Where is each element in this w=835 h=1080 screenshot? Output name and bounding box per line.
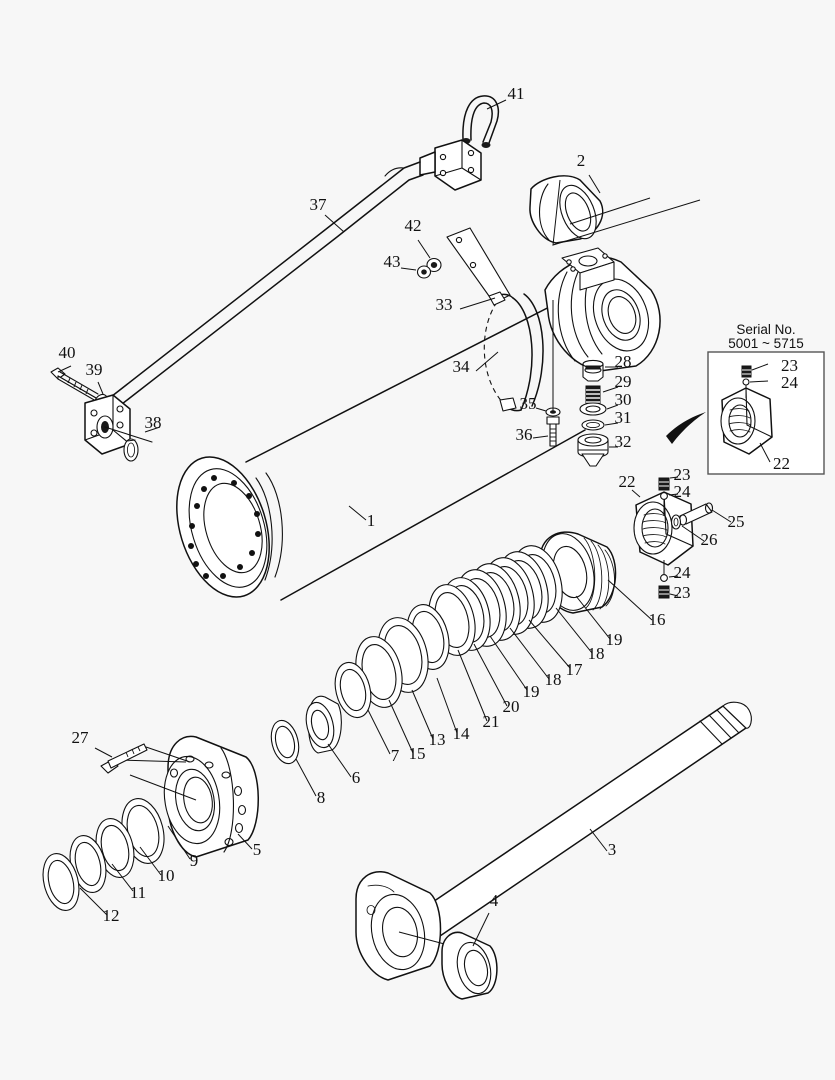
callout-number-washer-39: 39 <box>86 360 103 379</box>
callout-number-spring-29: 29 <box>615 372 632 391</box>
clamp-band <box>483 291 544 412</box>
callout-number-set-screw-23-top: 23 <box>674 465 691 484</box>
o-ring-31 <box>581 419 605 431</box>
callout-number-seal-ring-15: 15 <box>409 744 426 763</box>
bolt-40 <box>50 367 99 402</box>
callout-number-seal-ring-6: 6 <box>352 768 361 787</box>
seal-ring-group <box>270 604 450 765</box>
hydraulic-tube-line <box>106 161 424 412</box>
callout-number-o-ring-38: 38 <box>145 413 162 432</box>
port-fitting-28 <box>582 359 604 382</box>
callout-number-piston-ring-19b: 19 <box>606 630 623 649</box>
callout-number-bushing-head-end: 2 <box>577 151 586 170</box>
cylinder-head-gland <box>119 735 259 858</box>
callout-number-lock-ball-24-bottom: 24 <box>674 563 692 582</box>
callout-number-piston-ring-18a: 18 <box>545 670 562 689</box>
inset-callout-nut: 22 <box>773 454 790 473</box>
callout-number-seal-ring-9: 9 <box>190 851 199 870</box>
callout-number-bushing-rod-end: 4 <box>490 891 499 910</box>
cushion-ring <box>670 514 682 530</box>
callout-number-seal-ring-14: 14 <box>453 724 471 743</box>
bushing-rod-end <box>441 931 498 1000</box>
callout-number-port-fitting-28: 28 <box>615 352 632 371</box>
inset-title-line1: Serial No. <box>736 322 795 337</box>
callout-number-socket-bolt: 27 <box>72 728 90 747</box>
seal-ring-12 <box>42 853 80 911</box>
callout-number-bolt-36: 36 <box>516 425 533 444</box>
callout-number-seal-ring-10: 10 <box>158 866 175 885</box>
lock-ball-24-top <box>660 492 668 500</box>
callout-number-washer-30: 30 <box>615 390 632 409</box>
callout-number-washer-35: 35 <box>520 394 537 413</box>
serial-no-inset <box>707 351 825 475</box>
callout-number-piston-nut: 22 <box>619 472 636 491</box>
callout-number-piston-ring-18b: 18 <box>588 644 605 663</box>
callout-number-seal-ring-11: 11 <box>130 883 146 902</box>
callout-number-bolt-40: 40 <box>59 343 76 362</box>
callout-number-piston-ring-19a: 19 <box>523 682 540 701</box>
callout-number-piston-rod: 3 <box>608 840 617 859</box>
lock-ball-24-bottom <box>660 574 668 582</box>
callout-number-piston-ring-20: 20 <box>503 697 520 716</box>
callout-number-piston: 16 <box>649 610 666 629</box>
callout-number-seal-ring-8: 8 <box>317 788 326 807</box>
callout-number-washer-43: 43 <box>384 252 401 271</box>
cylinder-eye-end <box>544 247 661 372</box>
bolt-36 <box>546 300 560 447</box>
callout-number-nut-42: 42 <box>405 216 422 235</box>
inset-title-line2: 5001 ~ 5715 <box>728 336 803 351</box>
callout-number-u-clip: 41 <box>508 84 525 103</box>
check-valve-32 <box>577 433 609 467</box>
callout-number-cushion-ring: 26 <box>701 530 718 549</box>
callout-number-clamp-band: 34 <box>453 357 471 376</box>
callout-number-piston-ring-17: 17 <box>566 660 584 679</box>
set-screw-23-bottom <box>658 585 670 599</box>
callout-number-hydraulic-tube-line: 37 <box>310 195 328 214</box>
rod-eye <box>355 871 453 981</box>
callout-number-set-screw-23-bottom: 23 <box>674 583 691 602</box>
callout-number-check-valve-32: 32 <box>615 432 632 451</box>
piston-ring-group <box>428 545 563 656</box>
callout-number-lock-ball-24-top: 24 <box>674 482 692 501</box>
callout-number-clamp-strap: 33 <box>436 295 453 314</box>
o-ring-38 <box>123 438 139 462</box>
callout-number-dowel-pin: 25 <box>728 512 745 531</box>
callout-number-seal-ring-7: 7 <box>391 746 400 765</box>
rod-end-block <box>84 394 153 455</box>
cylinder-tube <box>176 299 586 601</box>
piston-nut <box>631 489 694 566</box>
spring-29 <box>585 385 601 405</box>
callout-number-seal-ring-12: 12 <box>103 906 120 925</box>
washer-43 <box>400 265 432 279</box>
washer-30 <box>579 402 607 416</box>
set-screw-23-top <box>658 477 670 491</box>
callout-number-cylinder-head-gland: 5 <box>253 840 262 859</box>
nut-42 <box>417 239 442 273</box>
callout-number-cylinder-tube: 1 <box>367 511 376 530</box>
tube-end-block <box>419 139 482 191</box>
callout-number-seal-ring-13: 13 <box>429 730 446 749</box>
callout-number-piston-ring-21: 21 <box>483 712 500 731</box>
inset-callout-ball: 24 <box>781 373 799 392</box>
socket-bolt <box>94 743 191 774</box>
callout-number-o-ring-31: 31 <box>615 408 632 427</box>
bushing-head-end <box>529 175 701 246</box>
inset-pointer-arrow <box>666 412 706 444</box>
inset-callout-screw: 23 <box>781 356 798 375</box>
